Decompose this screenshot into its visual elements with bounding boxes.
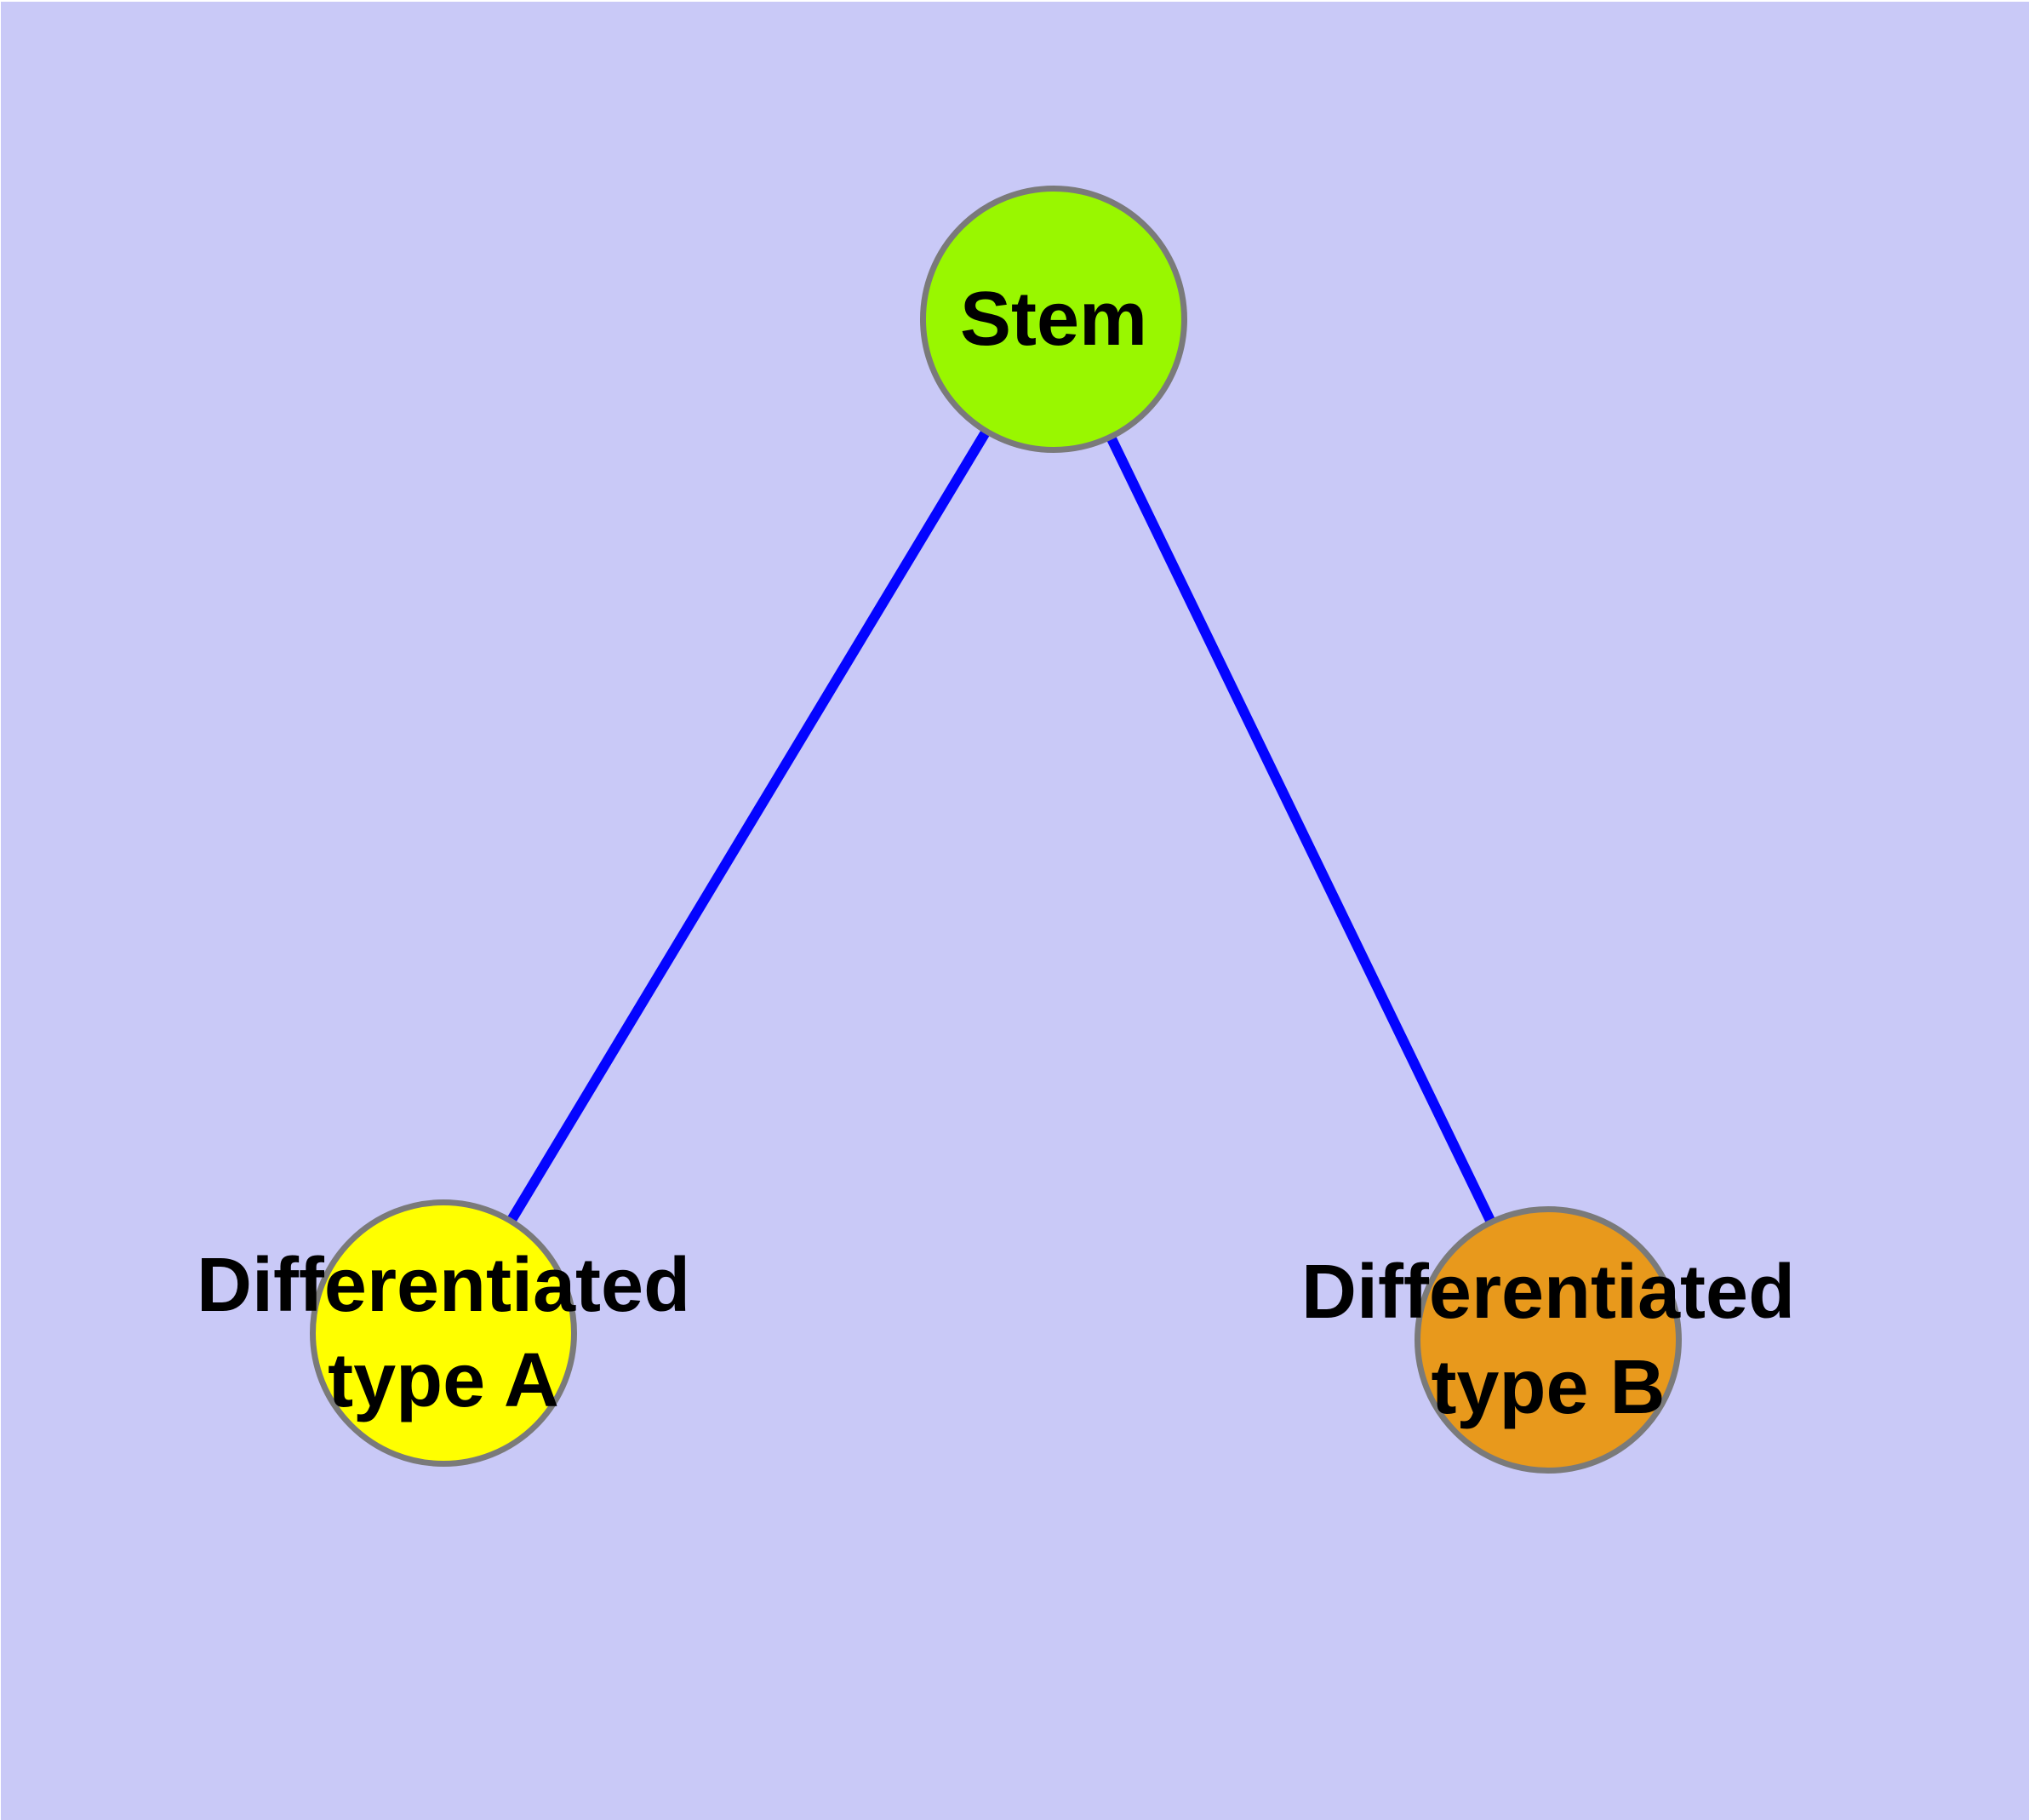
edge-stem-type-a	[438, 316, 1059, 1336]
node-type-b-label: Differentiated type B	[1300, 1250, 1796, 1430]
node-type-a-label: Differentiated type A	[196, 1243, 691, 1423]
edge-stem-type-b	[1049, 317, 1553, 1342]
node-stem-circle	[920, 186, 1187, 453]
node-type-a-circle	[310, 1199, 577, 1467]
node-stem-label: Stem	[959, 277, 1148, 362]
node-type-b-circle	[1415, 1206, 1682, 1474]
